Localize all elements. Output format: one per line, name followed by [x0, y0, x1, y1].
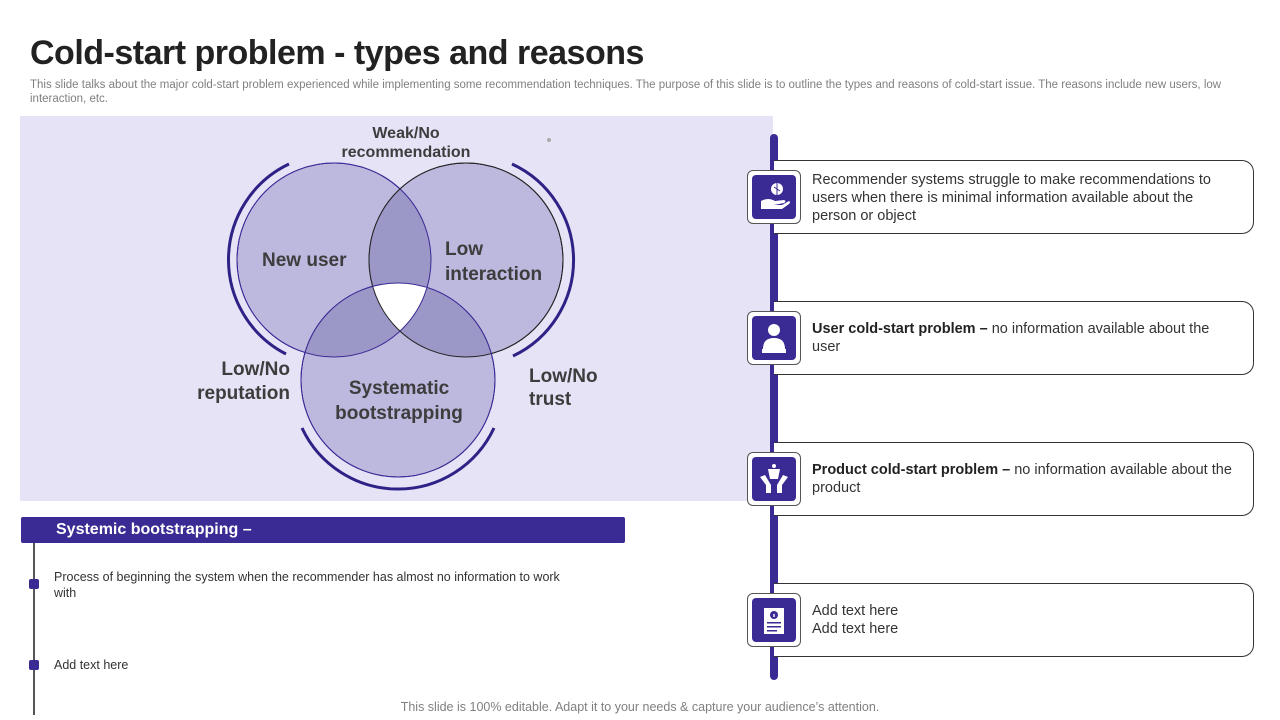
document-info-icon — [764, 608, 784, 634]
card-user-cold-start: User cold-start problem – no information… — [774, 301, 1254, 375]
card-icon-box — [747, 311, 801, 365]
timeline-bullet — [29, 579, 39, 589]
hands-box-icon — [760, 464, 788, 493]
card-icon-box — [747, 452, 801, 506]
card-text: Recommender systems struggle to make rec… — [812, 172, 1211, 224]
timeline-bullet — [29, 660, 39, 670]
label-new-user: New user — [262, 250, 347, 271]
cards-vertical-bar — [770, 134, 778, 680]
label-low-reputation: Low/No reputation — [197, 359, 290, 404]
label-systematic-bootstrapping: Systematic bootstrapping — [335, 378, 463, 424]
timeline-item-text: Process of beginning the system when the… — [54, 570, 560, 600]
footer-note: This slide is 100% editable. Adapt it to… — [400, 700, 880, 714]
page-title: Cold-start problem - types and reasons — [30, 34, 644, 72]
card-overview: Recommender systems struggle to make rec… — [774, 160, 1254, 234]
venn-arc-right — [511, 162, 576, 358]
decor-dot — [547, 138, 551, 142]
card-product-cold-start: Product cold-start problem – no informat… — [774, 442, 1254, 516]
timeline-item-text: Add text here — [54, 658, 129, 672]
venn-arc-bottom — [300, 427, 496, 491]
systemic-header-bar: Systemic bootstrapping – — [21, 517, 625, 543]
card-icon-box — [747, 593, 801, 647]
venn-arc-left — [227, 162, 290, 356]
page-subtitle: This slide talks about the major cold-st… — [30, 79, 1222, 105]
label-low-interaction: Low interaction — [445, 239, 543, 285]
label-low-trust: Low/No trust — [529, 366, 598, 410]
hand-ball-icon — [761, 183, 790, 209]
card-icon-box — [747, 170, 801, 224]
user-icon — [762, 324, 786, 353]
card-text: User cold-start problem – no information… — [812, 321, 1210, 355]
label-weak-recommendation: Weak/No recommendation — [341, 125, 471, 161]
systemic-title: Systemic bootstrapping – — [56, 521, 252, 538]
venn-overlap-bc — [369, 283, 495, 357]
timeline-line — [33, 543, 35, 715]
card-text: Product cold-start problem – no informat… — [812, 462, 1232, 496]
venn-overlap-ac — [301, 283, 431, 357]
